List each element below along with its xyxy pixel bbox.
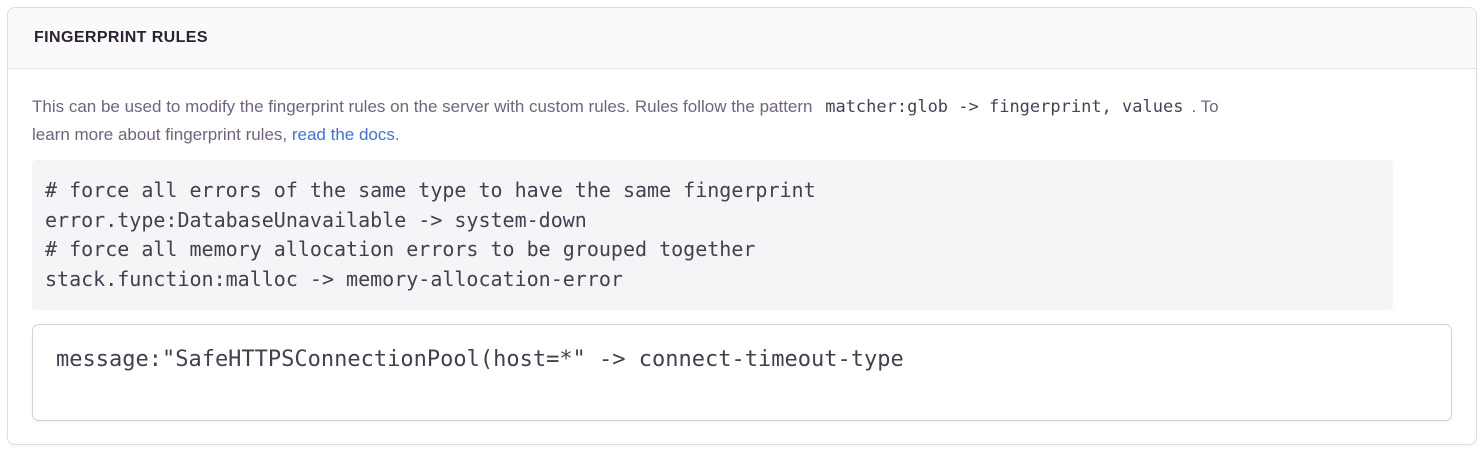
description: This can be used to modify the fingerpri… <box>32 93 1452 148</box>
example-code-block: # force all errors of the same type to h… <box>32 160 1393 310</box>
description-text-before: This can be used to modify the fingerpri… <box>32 97 818 116</box>
fingerprint-rules-input[interactable]: message:"SafeHTTPSConnectionPool(host=*"… <box>32 324 1452 421</box>
panel-header: FINGERPRINT RULES <box>8 8 1476 69</box>
fingerprint-rules-panel: FINGERPRINT RULES This can be used to mo… <box>7 7 1477 445</box>
description-text-after-code: . To learn more about fingerprint rules, <box>32 97 1219 144</box>
panel-body: This can be used to modify the fingerpri… <box>8 69 1476 444</box>
read-the-docs-link[interactable]: read the docs. <box>291 125 400 144</box>
panel-title: FINGERPRINT RULES <box>34 29 208 46</box>
pattern-inline-code: matcher:glob -> fingerprint, values <box>825 97 1184 117</box>
